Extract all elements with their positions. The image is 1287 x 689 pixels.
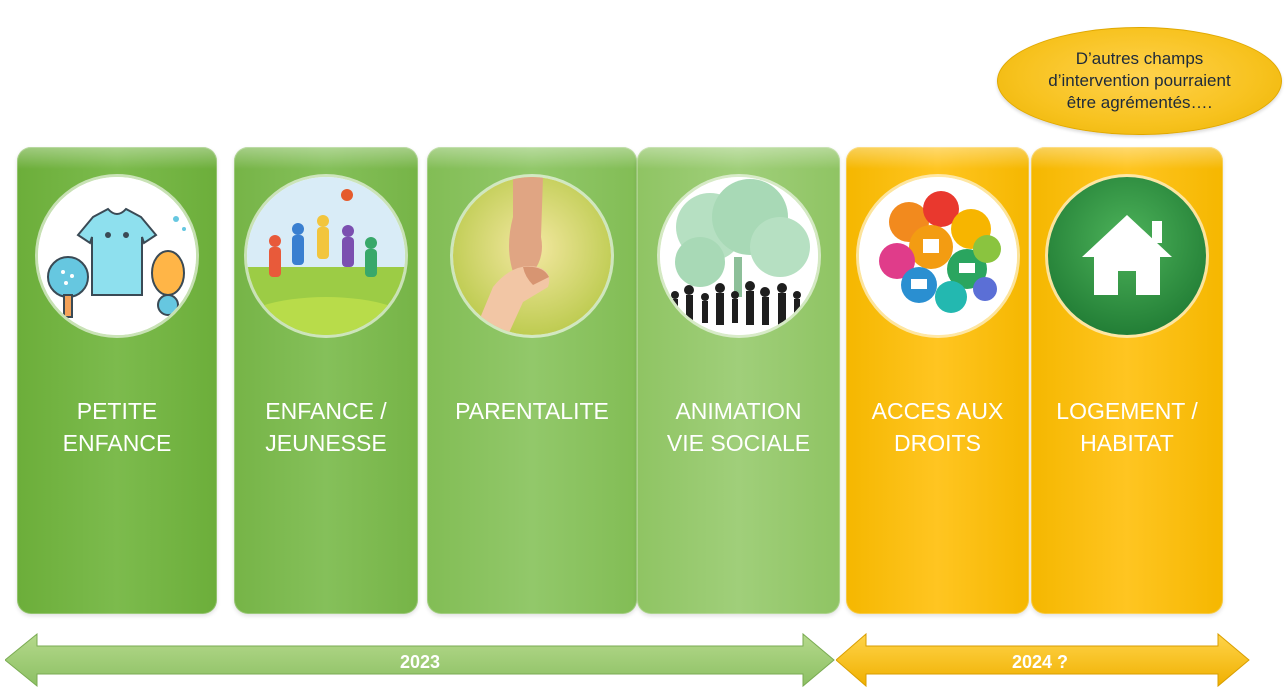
column-label: ENFANCE / JEUNESSE bbox=[265, 398, 387, 456]
column-label: ACCES AUX DROITS bbox=[871, 398, 1004, 456]
column-enfance-jeunesse: ENFANCE / JEUNESSE bbox=[234, 147, 418, 614]
rights-icons-cluster bbox=[858, 177, 1017, 335]
note-text: D’autres champs d’intervention pourraien… bbox=[1048, 49, 1231, 112]
column-acces-aux-droits: ACCES AUX DROITS bbox=[846, 147, 1029, 614]
column-parentalite: PARENTALITE bbox=[427, 147, 637, 614]
timeline-arrow-2023 bbox=[5, 632, 835, 688]
column-petite-enfance: PETITE ENFANCE bbox=[17, 147, 217, 614]
column-label: PARENTALITE bbox=[455, 398, 609, 424]
speech-bubble-note: D’autres champs d’intervention pourraien… bbox=[997, 27, 1282, 135]
house-icon bbox=[1048, 177, 1206, 335]
column-logement-habitat: LOGEMENT / HABITAT bbox=[1031, 147, 1223, 614]
baby-items-icon bbox=[38, 177, 196, 335]
timeline-arrow-2024 bbox=[836, 632, 1250, 688]
children-jumping-icon bbox=[247, 177, 405, 335]
tree-people-icon bbox=[659, 177, 818, 335]
column-label: PETITE ENFANCE bbox=[62, 398, 172, 456]
column-label: ANIMATION VIE SOCIALE bbox=[666, 398, 811, 456]
arrow-label-2023: 2023 bbox=[399, 652, 441, 672]
column-animation-vie-sociale: ANIMATION VIE SOCIALE bbox=[637, 147, 840, 614]
column-label: LOGEMENT / HABITAT bbox=[1056, 398, 1198, 456]
holding-hands-icon bbox=[453, 177, 611, 335]
arrow-label-2024: 2024 ? bbox=[1011, 652, 1069, 672]
